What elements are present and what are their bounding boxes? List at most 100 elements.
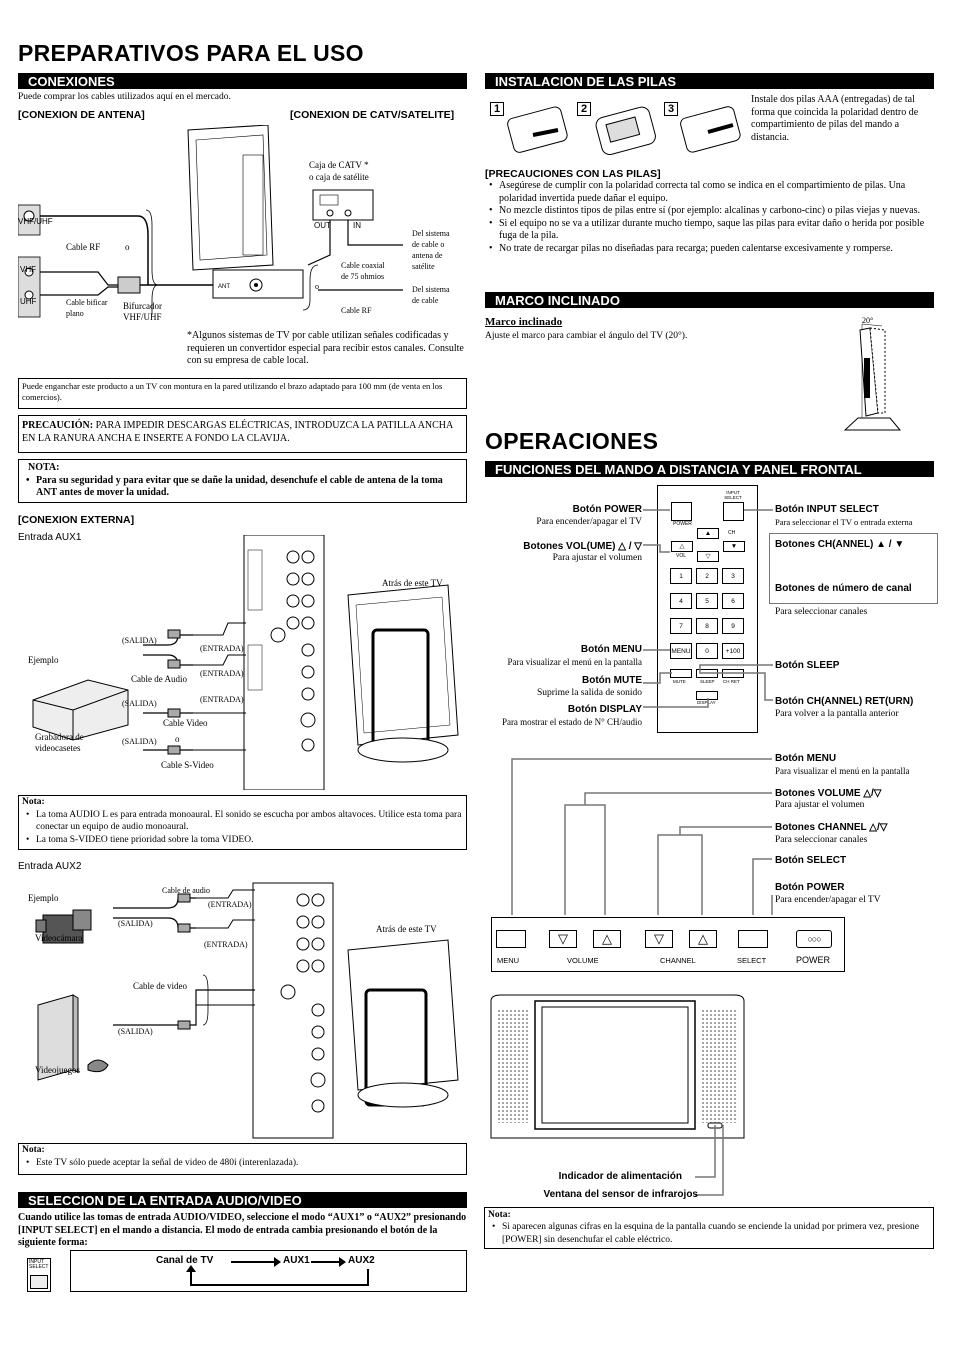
remote-key-1[interactable]: 1	[670, 568, 692, 584]
example-label: Ejemplo	[28, 655, 59, 665]
satellite-label: satélite	[412, 262, 435, 271]
remote-key-8[interactable]: 8	[696, 618, 718, 634]
flow-return-bottom	[190, 1284, 368, 1286]
remote-key-7[interactable]: 7	[670, 618, 692, 634]
panel-power-button[interactable]: ○○○	[796, 930, 832, 948]
remote-vol-up-button[interactable]: △	[671, 541, 693, 552]
battery-precautions-label: [PRECAUCIONES CON LAS PILAS]	[485, 168, 661, 180]
desc-display-button: Para mostrar el estado de N° CH/audio	[501, 717, 642, 727]
or-label-aux1: o	[175, 734, 180, 744]
cable-rf-label: Cable RF	[66, 242, 101, 252]
section-header-selection: SELECCION DE LA ENTRADA AUDIO/VIDEO	[18, 1192, 467, 1208]
nota-text: Para su seguridad y para evitar que se d…	[22, 475, 463, 500]
input-label-aux2-1: (ENTRADA)	[208, 900, 252, 909]
audio-cable-label: Cable de Audio	[131, 674, 187, 684]
input-select-key-cap	[30, 1275, 48, 1289]
tv-front-drawing	[490, 994, 745, 1139]
panel-volume-up-button[interactable]: △	[593, 930, 621, 948]
cable-or-label: de cable o	[412, 240, 445, 249]
remote-sleep-label: SLEEP	[700, 679, 715, 684]
aux2-label: Entrada AUX2	[18, 861, 82, 872]
label-panel-volume: Botones VOLUME △/▽	[775, 788, 882, 799]
panel-nota-text: Si aparecen algunas cifras en la esquina…	[488, 1221, 930, 1246]
nota-aux1-item-1: La toma AUDIO L es para entrada monoaura…	[22, 809, 463, 834]
battery-step-1: 1	[490, 102, 504, 116]
desc-menu-button: Para visualizar el menú en la pantalla	[507, 657, 642, 667]
remote-ch-down-button[interactable]: ▼	[723, 541, 745, 552]
desc-panel-menu: Para visualizar el menú en la pantalla	[775, 766, 910, 776]
from-system-label-2: Del sistema	[412, 285, 450, 294]
nota-aux1-item-2: La toma S-VIDEO tiene prioridad sobre la…	[22, 834, 463, 847]
coax-ohms-label: de 75 ohmios	[341, 272, 385, 281]
input-label-aux2-2: (ENTRADA)	[204, 940, 248, 949]
remote-mute-label: MUTE	[673, 679, 686, 684]
operations-title: OPERACIONES	[485, 428, 659, 454]
flow-arrow-2	[311, 1261, 341, 1263]
panel-select-button[interactable]	[738, 930, 768, 948]
page-title: PREPARATIVOS PARA EL USO	[18, 40, 364, 66]
satellite-box-label: o caja de satélite	[309, 172, 369, 182]
catv-asterisk-note: *Algunos sistemas de TV por cable utiliz…	[187, 330, 464, 366]
remote-key-6[interactable]: 6	[722, 593, 744, 609]
back-of-tv-label-2: Atrás de este TV	[376, 924, 437, 934]
desc-panel-power: Para encender/apagar el TV	[775, 895, 881, 905]
precaution-text: PARA IMPEDIR DESCARGAS ELÉCTRICAS, INTRO…	[22, 420, 453, 444]
remote-ch-label: CH	[728, 530, 736, 536]
power-indicator-label: Indicador de alimentación	[558, 1171, 682, 1182]
battery-steps: 1 2 3	[488, 100, 748, 160]
flow-step-aux2: AUX2	[348, 1255, 375, 1266]
panel-channel-up-button[interactable]: △	[689, 930, 717, 948]
input-label-1: (ENTRADA)	[200, 644, 244, 653]
panel-leader-lines	[511, 758, 773, 915]
remote-ch-up-button[interactable]: ▲	[697, 528, 719, 539]
remote-key-0[interactable]: 0	[696, 643, 718, 659]
remote-vol-down-button[interactable]: ▽	[697, 551, 719, 562]
antenna-connection-label: [CONEXION DE ANTENA]	[18, 109, 145, 121]
panel-channel-down-button[interactable]: ▽	[645, 930, 673, 948]
aux2-diagram-drawing	[35, 882, 459, 1139]
desc-panel-channel: Para seleccionar canales	[775, 835, 868, 845]
output-label-1: (SALIDA)	[122, 636, 157, 645]
label-mute-button: Botón MUTE	[582, 675, 642, 686]
label-channel-buttons: Botones CH(ANNEL) ▲ / ▼	[775, 539, 905, 550]
nota-aux2-box: Nota: Este TV sólo puede aceptar la seña…	[18, 1143, 467, 1175]
in-label: IN	[353, 221, 361, 230]
section-header-batteries: INSTALACION DE LAS PILAS	[485, 73, 934, 89]
input-select-key-label: INPUT SELECT	[29, 1259, 49, 1270]
remote-power-button[interactable]	[671, 502, 692, 521]
remote-key-9[interactable]: 9	[722, 618, 744, 634]
remote-display-button[interactable]	[696, 691, 718, 700]
battery-precaution-3: Si el equipo no se va a utilizar durante…	[485, 218, 934, 243]
flow-arrow-1-head	[274, 1257, 281, 1267]
label-chret-button: Botón CH(ANNEL) RET(URN)	[775, 696, 914, 707]
battery-instructions: Instale dos pilas AAA (entregadas) de ta…	[751, 94, 919, 143]
label-input-select-button: Botón INPUT SELECT	[775, 504, 879, 515]
battery-precaution-2: No mezcle distintos tipos de pilas entre…	[485, 205, 934, 218]
battery-step-2: 2	[577, 102, 591, 116]
aux1-diagram-drawing	[32, 534, 459, 791]
panel-nota-label: Nota:	[488, 1210, 511, 1220]
nota-aux2-text: Este TV sólo puede aceptar la señal de v…	[22, 1157, 463, 1170]
remote-input-select-button[interactable]	[723, 502, 744, 521]
remote-key-3[interactable]: 3	[722, 568, 744, 584]
label-number-buttons: Botones de número de canal	[775, 583, 912, 594]
remote-key-5[interactable]: 5	[696, 593, 718, 609]
out-label: OUT	[314, 221, 331, 230]
aux1-diagram: Atrás de este TV Ejemplo (SALIDA) (ENTRA…	[18, 534, 467, 791]
remote-input-label: INPUT SELECT	[724, 490, 742, 500]
remote-plus100-button[interactable]: +100	[722, 643, 744, 659]
panel-volume-down-button[interactable]: ▽	[549, 930, 577, 948]
remote-menu-button[interactable]: MENU	[670, 643, 692, 659]
remote-leader-lines	[643, 509, 773, 708]
flow-arrow-2-head	[339, 1257, 346, 1267]
tilt-angle: 20°	[862, 316, 874, 325]
panel-label-volume: VOLUME	[567, 956, 599, 965]
bifurcador-type-label: VHF/UHF	[123, 312, 162, 322]
remote-key-2[interactable]: 2	[696, 568, 718, 584]
panel-menu-button[interactable]	[496, 930, 526, 948]
battery-steps-drawing	[507, 106, 741, 156]
label-menu-button: Botón MENU	[580, 644, 642, 655]
remote-key-4[interactable]: 4	[670, 593, 692, 609]
vcr-label-1: Grabadora de	[35, 732, 84, 742]
output-label-aux2-1: (SALIDA)	[118, 919, 153, 928]
